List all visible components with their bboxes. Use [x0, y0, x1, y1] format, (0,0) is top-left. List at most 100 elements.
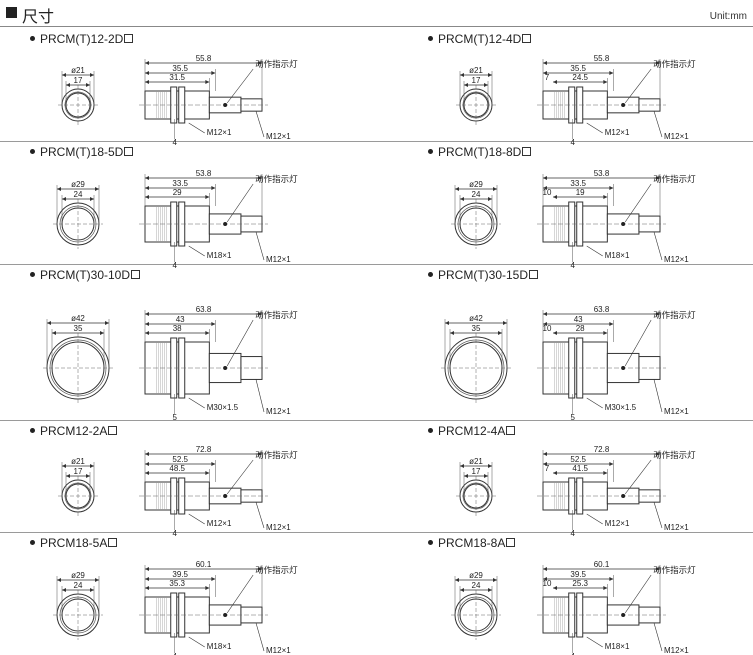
- body-length-dim-arrow: [145, 577, 149, 581]
- bullet-icon: [30, 149, 35, 154]
- diameter-dim-arrow: [445, 321, 449, 325]
- diameter-dim-label: ø21: [71, 66, 85, 75]
- inner-dim-arrow: [66, 83, 70, 87]
- flush-dim-label: 7: [545, 73, 550, 82]
- nut-width-label: 4: [571, 529, 576, 538]
- indicator-annotation: 动作指示灯: [255, 565, 298, 575]
- total-length-dim-arrow: [656, 312, 660, 316]
- model-title: PRCM(T)12-4D: [428, 32, 532, 46]
- indicator-annotation: 动作指示灯: [653, 59, 696, 69]
- leader-line: [188, 636, 205, 648]
- leader-line: [226, 183, 254, 223]
- body-length-dim-arrow: [145, 186, 149, 190]
- section-title: 尺寸: [22, 9, 55, 26]
- body-length-dim-arrow: [145, 322, 149, 326]
- connector-spec-label: M12×1: [266, 255, 291, 264]
- model-title: PRCM(T)30-15D: [428, 268, 539, 282]
- flush-dim-label: 10: [543, 579, 552, 588]
- diameter-dim-arrow: [105, 321, 109, 325]
- body-length-dim-arrow: [609, 71, 614, 75]
- thread-length-dim-label: 41.5: [572, 464, 588, 473]
- thread-length-dim-label: 28: [576, 324, 585, 333]
- bullet-icon: [30, 540, 35, 545]
- checkbox-square-icon: [124, 147, 134, 156]
- inner-dim-arrow: [488, 197, 492, 201]
- total-length-dim-label: 63.8: [196, 305, 212, 314]
- leader-line: [226, 574, 254, 614]
- leader-line: [188, 397, 205, 409]
- leader-line: [624, 319, 652, 367]
- model-name: PRCM12-4A: [438, 424, 506, 438]
- inner-dim-label: 17: [472, 76, 481, 85]
- connector-spec-label: M12×1: [266, 132, 291, 141]
- diameter-dim-arrow: [90, 73, 94, 77]
- indicator-led-icon: [621, 103, 626, 107]
- thread-length-dim-arrow: [553, 471, 557, 475]
- row-divider: [0, 264, 753, 265]
- bullet-icon: [428, 149, 433, 154]
- total-length-dim-arrow: [145, 312, 149, 316]
- total-length-dim-arrow: [258, 61, 262, 65]
- total-length-dim-arrow: [258, 452, 262, 456]
- diameter-dim-label: ø42: [71, 314, 85, 323]
- body-length-dim-label: 39.5: [570, 570, 586, 579]
- thread-length-dim-arrow: [205, 331, 210, 335]
- thread-spec-label: M18×1: [207, 251, 232, 260]
- bullet-icon: [428, 540, 433, 545]
- indicator-led-icon: [621, 222, 626, 226]
- indicator-annotation: 动作指示灯: [653, 310, 696, 320]
- total-length-dim-arrow: [656, 567, 660, 571]
- inner-dim-arrow: [86, 83, 90, 87]
- thread-length-dim-arrow: [205, 195, 210, 199]
- total-length-dim-label: 55.8: [594, 54, 610, 63]
- leader-line: [624, 459, 652, 495]
- inner-dim-label: 17: [472, 467, 481, 476]
- leader-line: [586, 397, 603, 409]
- thread-length-dim-arrow: [603, 331, 608, 335]
- thread-spec-label: M12×1: [605, 519, 630, 528]
- total-length-dim-arrow: [258, 567, 262, 571]
- indicator-led-icon: [621, 366, 626, 370]
- body-length-dim-arrow: [543, 322, 547, 326]
- diameter-dim-label: ø21: [469, 66, 483, 75]
- thread-length-dim-label: 24.5: [572, 73, 588, 82]
- thread-length-dim-arrow: [145, 80, 149, 84]
- thread-length-dim-arrow: [603, 586, 608, 590]
- nut-width-label: 5: [173, 413, 178, 422]
- header-divider: [0, 26, 753, 27]
- thread-length-dim-label: 35.3: [169, 579, 185, 588]
- leader-line: [188, 245, 205, 257]
- body-length-dim-arrow: [543, 577, 547, 581]
- model-name: PRCM(T)12-4D: [438, 32, 522, 46]
- diameter-dim-label: ø29: [71, 571, 85, 580]
- flush-dim-label: 7: [545, 464, 550, 473]
- leader-line: [188, 513, 205, 525]
- thread-length-dim-arrow: [553, 331, 557, 335]
- total-length-dim-label: 60.1: [594, 560, 610, 569]
- bullet-icon: [428, 36, 433, 41]
- total-length-dim-arrow: [543, 452, 547, 456]
- indicator-annotation: 动作指示灯: [653, 450, 696, 460]
- connector-spec-label: M12×1: [664, 255, 689, 264]
- inner-circle: [449, 341, 503, 395]
- diameter-dim-label: ø29: [469, 180, 483, 189]
- model-name: PRCM(T)18-5D: [40, 145, 124, 159]
- indicator-led-icon: [223, 222, 228, 226]
- leader-line: [586, 245, 603, 257]
- thread-length-dim-arrow: [553, 80, 557, 84]
- connector-spec-label: M12×1: [664, 523, 689, 532]
- connector-spec-label: M12×1: [664, 132, 689, 141]
- leader-line: [255, 111, 265, 138]
